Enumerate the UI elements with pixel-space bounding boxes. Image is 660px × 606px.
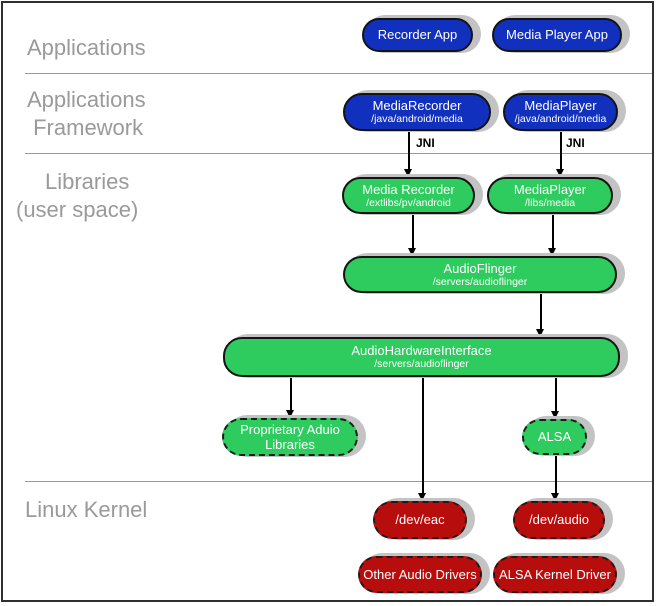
node-media-player-app: Media Player App: [492, 18, 622, 52]
arrowhead-icon: [418, 493, 426, 501]
connector-line: [422, 377, 424, 494]
section-label-applications: Applications: [27, 35, 146, 60]
node-dev-audio: /dev/audio: [513, 501, 605, 539]
connector-line: [540, 293, 542, 330]
node-title: Proprietary Aduio: [240, 421, 340, 437]
node-title: Media Player App: [506, 27, 608, 43]
node-recorder-app: Recorder App: [362, 18, 473, 52]
node-title: ALSA: [537, 429, 572, 445]
node-title: Recorder App: [377, 27, 458, 43]
node-alsa-kernel-driver: ALSA Kernel Driver: [493, 556, 617, 593]
arrowhead-icon: [408, 248, 416, 256]
node-title: /dev/eac: [395, 512, 445, 528]
arrowhead-icon: [551, 411, 559, 419]
node-audio-hardware-interface: AudioHardwareInterface /servers/audiofli…: [223, 337, 620, 377]
node-subtitle: /servers/audioflinger: [374, 358, 469, 371]
node-media-recorder-lib: Media Recorder /extlibs/pv/android: [342, 177, 475, 214]
node-media-player-framework: MediaPlayer /java/android/media: [503, 93, 618, 131]
section-label-applications-framework: Applications Framework: [27, 86, 146, 142]
arrowhead-icon: [286, 410, 294, 418]
node-title: MediaRecorder: [372, 98, 462, 114]
node-subtitle: /java/android/media: [371, 113, 463, 126]
label-line: Framework: [27, 115, 144, 140]
connector-line: [290, 377, 292, 411]
label-line: Applications: [27, 87, 146, 112]
node-subtitle: /extlibs/pv/android: [366, 196, 451, 209]
section-label-libraries: Libraries: [45, 169, 130, 194]
section-divider: [25, 73, 652, 74]
node-subtitle: /libs/media: [524, 196, 576, 209]
node-title: ALSA Kernel Driver: [499, 566, 611, 582]
node-title: MediaPlayer: [524, 98, 597, 114]
node-alsa: ALSA: [522, 419, 587, 455]
node-subtitle: /java/android/media: [514, 113, 607, 126]
node-title: AudioFlinger: [443, 260, 517, 276]
node-title: Media Recorder: [362, 181, 455, 197]
node-title: Other Audio Drivers: [363, 566, 477, 582]
jni-label: JNI: [416, 136, 435, 150]
jni-label: JNI: [566, 136, 585, 150]
node-proprietary-audio-libraries: Proprietary Aduio Libraries: [222, 418, 358, 456]
arrowhead-icon: [548, 248, 556, 256]
connector-line: [552, 214, 554, 249]
node-other-audio-drivers: Other Audio Drivers: [358, 556, 482, 593]
node-title: /dev/audio: [529, 512, 589, 528]
node-media-player-lib: MediaPlayer /libs/media: [487, 177, 613, 214]
node-dev-eac: /dev/eac: [373, 501, 467, 539]
connector-line: [408, 131, 410, 170]
node-media-recorder-framework: MediaRecorder /java/android/media: [343, 93, 491, 131]
arrowhead-icon: [536, 329, 544, 337]
node-title: AudioHardwareInterface: [351, 343, 492, 359]
arrowhead-icon: [556, 169, 564, 177]
connector-line: [412, 214, 414, 249]
section-divider: [25, 153, 652, 154]
section-label-linux-kernel: Linux Kernel: [25, 497, 148, 522]
node-title: MediaPlayer: [513, 181, 587, 197]
arrowhead-icon: [404, 169, 412, 177]
node-subtitle: /servers/audioflinger: [432, 275, 528, 288]
node-audioflinger: AudioFlinger /servers/audioflinger: [343, 256, 617, 293]
connector-line: [560, 131, 562, 170]
arrowhead-icon: [551, 493, 559, 501]
connector-line: [555, 455, 557, 494]
section-divider: [25, 481, 652, 482]
section-label-user-space: (user space): [16, 197, 139, 222]
node-subtitle: Libraries: [265, 437, 315, 452]
connector-line: [555, 377, 557, 412]
